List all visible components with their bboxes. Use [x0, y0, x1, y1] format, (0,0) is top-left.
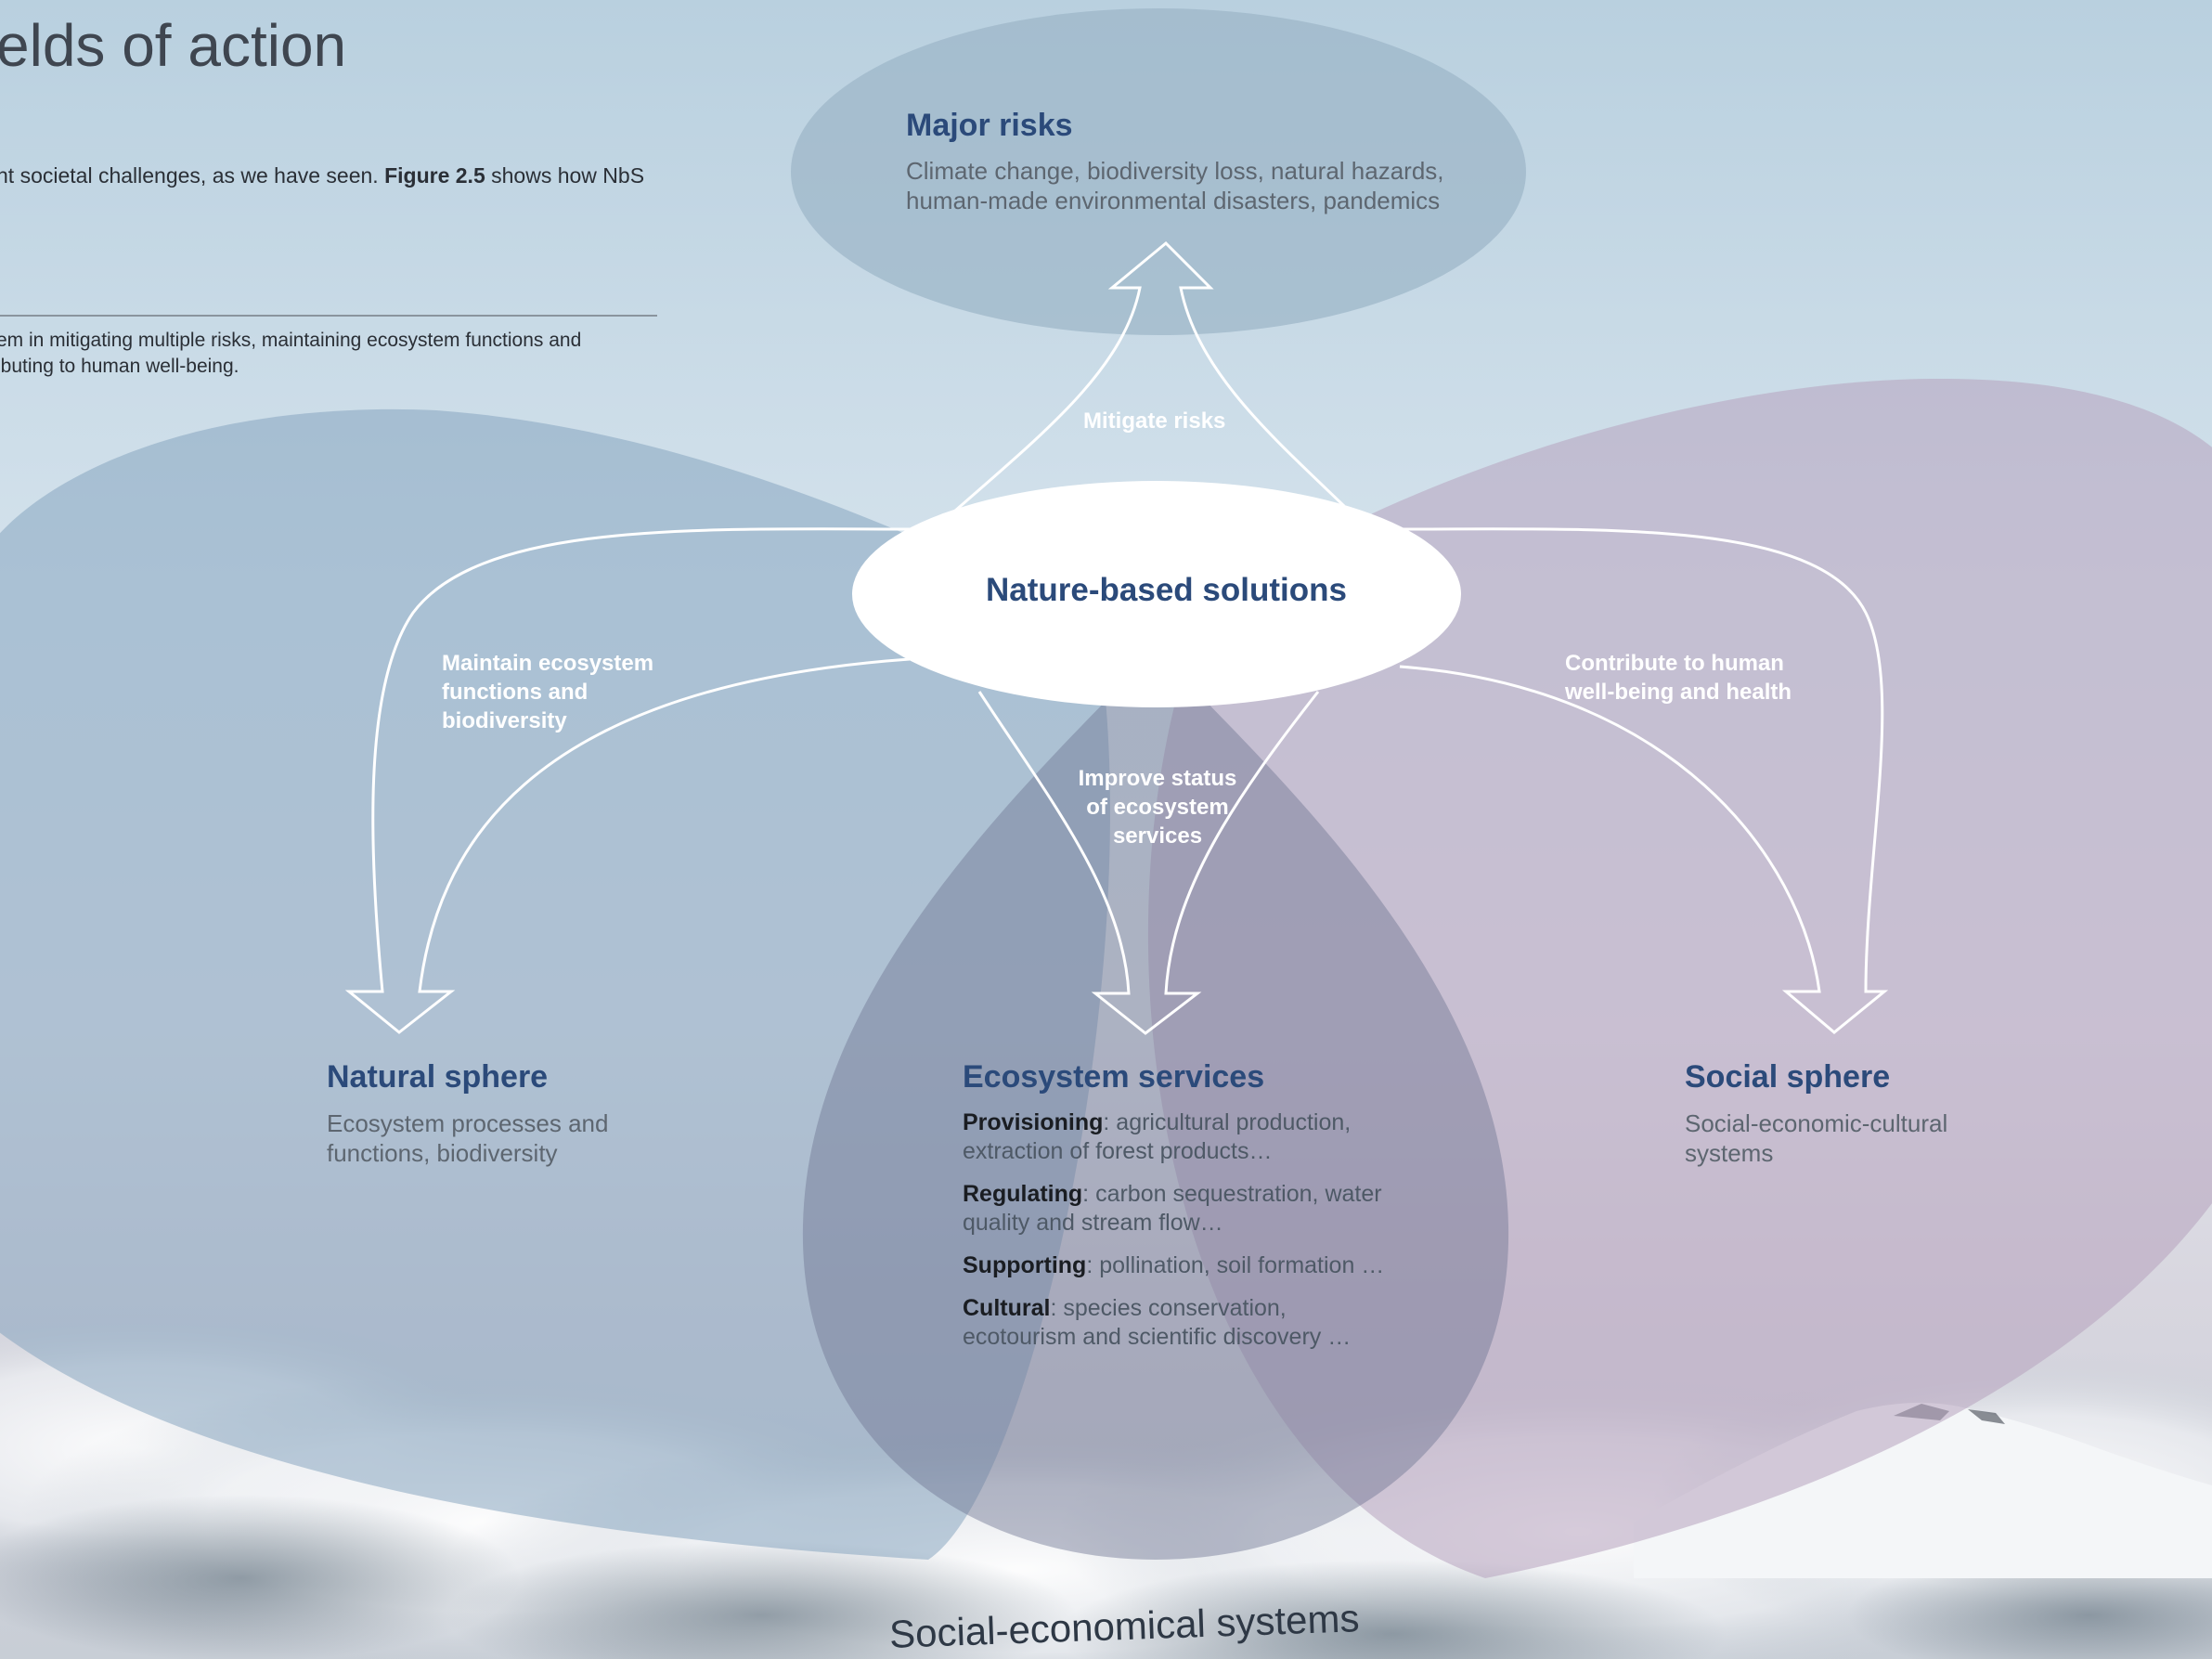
major-risks-desc-line-2: human-made environmental disasters, pand…	[906, 187, 1441, 214]
natural-sphere-title: Natural sphere	[327, 1059, 549, 1095]
service-text: : species conservation,	[1050, 1295, 1287, 1321]
intro-text-a: nt societal challenges, as we have seen.	[0, 163, 385, 188]
social-sphere-desc-line-1: Social-economic-cultural	[1685, 1109, 1948, 1137]
service-name: Regulating	[963, 1181, 1083, 1207]
label-improve-services: Improve status of ecosystem services	[1065, 764, 1250, 850]
page-title: elds of action	[0, 12, 347, 79]
service-name: Provisioning	[963, 1109, 1104, 1135]
service-item: Supporting: pollination, soil formation …	[963, 1251, 1399, 1280]
arrow-improve-services	[977, 691, 1320, 1035]
ecosystem-services-title: Ecosystem services	[963, 1059, 1265, 1095]
natural-sphere-desc-line-2: functions, biodiversity	[327, 1139, 558, 1167]
natural-sphere-lobe	[0, 409, 1110, 1560]
service-text: : pollination, soil formation …	[1086, 1252, 1385, 1278]
service-item: Regulating: carbon sequestration, water …	[963, 1180, 1399, 1238]
figure-reference: Figure 2.5	[384, 163, 485, 188]
figure-caption: em in mitigating multiple risks, maintai…	[0, 328, 646, 380]
label-mitigate-risks: Mitigate risks	[1083, 408, 1226, 434]
service-text-line-2: extraction of forest products…	[963, 1138, 1273, 1164]
nature-based-solutions-ellipse	[852, 481, 1461, 707]
service-item: Cultural: species conservation, ecotouri…	[963, 1294, 1399, 1352]
label-improve-line-3: services	[1112, 823, 1203, 849]
social-sphere-title: Social sphere	[1685, 1059, 1891, 1095]
social-sphere-desc-line-2: systems	[1685, 1139, 1774, 1167]
intro-text-b: shows how NbS	[485, 163, 645, 188]
label-maintain-line-2: functions and	[442, 680, 589, 705]
intro-text: nt societal challenges, as we have seen.…	[0, 163, 644, 188]
caption-rule	[0, 315, 657, 317]
label-contribute-wellbeing: Contribute to human well-being and healt…	[1565, 649, 1862, 706]
nature-based-solutions-title: Nature-based solutions	[986, 572, 1347, 608]
arrow-contribute-wellbeing	[1399, 527, 1889, 1034]
service-name: Supporting	[963, 1252, 1087, 1278]
service-text-line-2: ecotourism and scientific discovery …	[963, 1324, 1352, 1350]
service-text: : carbon sequestration, water	[1082, 1181, 1382, 1207]
major-risks-desc-line-1: Climate change, biodiversity loss, natur…	[906, 157, 1444, 185]
label-improve-line-2: of ecosystem	[1086, 795, 1229, 820]
social-sphere-lobe	[1147, 378, 2212, 1578]
ecosystem-services-lobe	[802, 650, 1509, 1560]
arrow-group	[344, 240, 1889, 1035]
service-text-line-2: quality and stream flow…	[963, 1210, 1223, 1236]
label-contribute-line-2: well-being and health	[1565, 680, 1792, 705]
natural-sphere-desc-line-1: Ecosystem processes and	[327, 1109, 609, 1137]
caption-line-1: em in mitigating multiple risks, maintai…	[0, 330, 582, 351]
service-text: : agricultural production,	[1103, 1109, 1352, 1135]
natural-sphere-desc: Ecosystem processes and functions, biodi…	[327, 1108, 642, 1168]
service-name: Cultural	[963, 1295, 1051, 1321]
arrow-mitigate-risks	[946, 240, 1346, 520]
label-maintain-ecosystem: Maintain ecosystem functions and biodive…	[442, 649, 720, 735]
label-contribute-line-1: Contribute to human	[1565, 651, 1784, 676]
caption-line-2: ibuting to human well-being.	[0, 356, 239, 377]
social-sphere-desc: Social-economic-cultural systems	[1685, 1108, 2000, 1168]
label-improve-line-1: Improve status	[1078, 766, 1237, 791]
service-item: Provisioning: agricultural production, e…	[963, 1108, 1399, 1166]
label-maintain-line-1: Maintain ecosystem	[442, 651, 654, 676]
major-risks-ellipse	[791, 8, 1526, 335]
arrow-maintain-ecosystem	[344, 527, 915, 1034]
label-maintain-line-3: biodiversity	[442, 708, 567, 733]
major-risks-title: Major risks	[906, 108, 1073, 143]
major-risks-desc: Climate change, biodiversity loss, natur…	[906, 156, 1463, 215]
